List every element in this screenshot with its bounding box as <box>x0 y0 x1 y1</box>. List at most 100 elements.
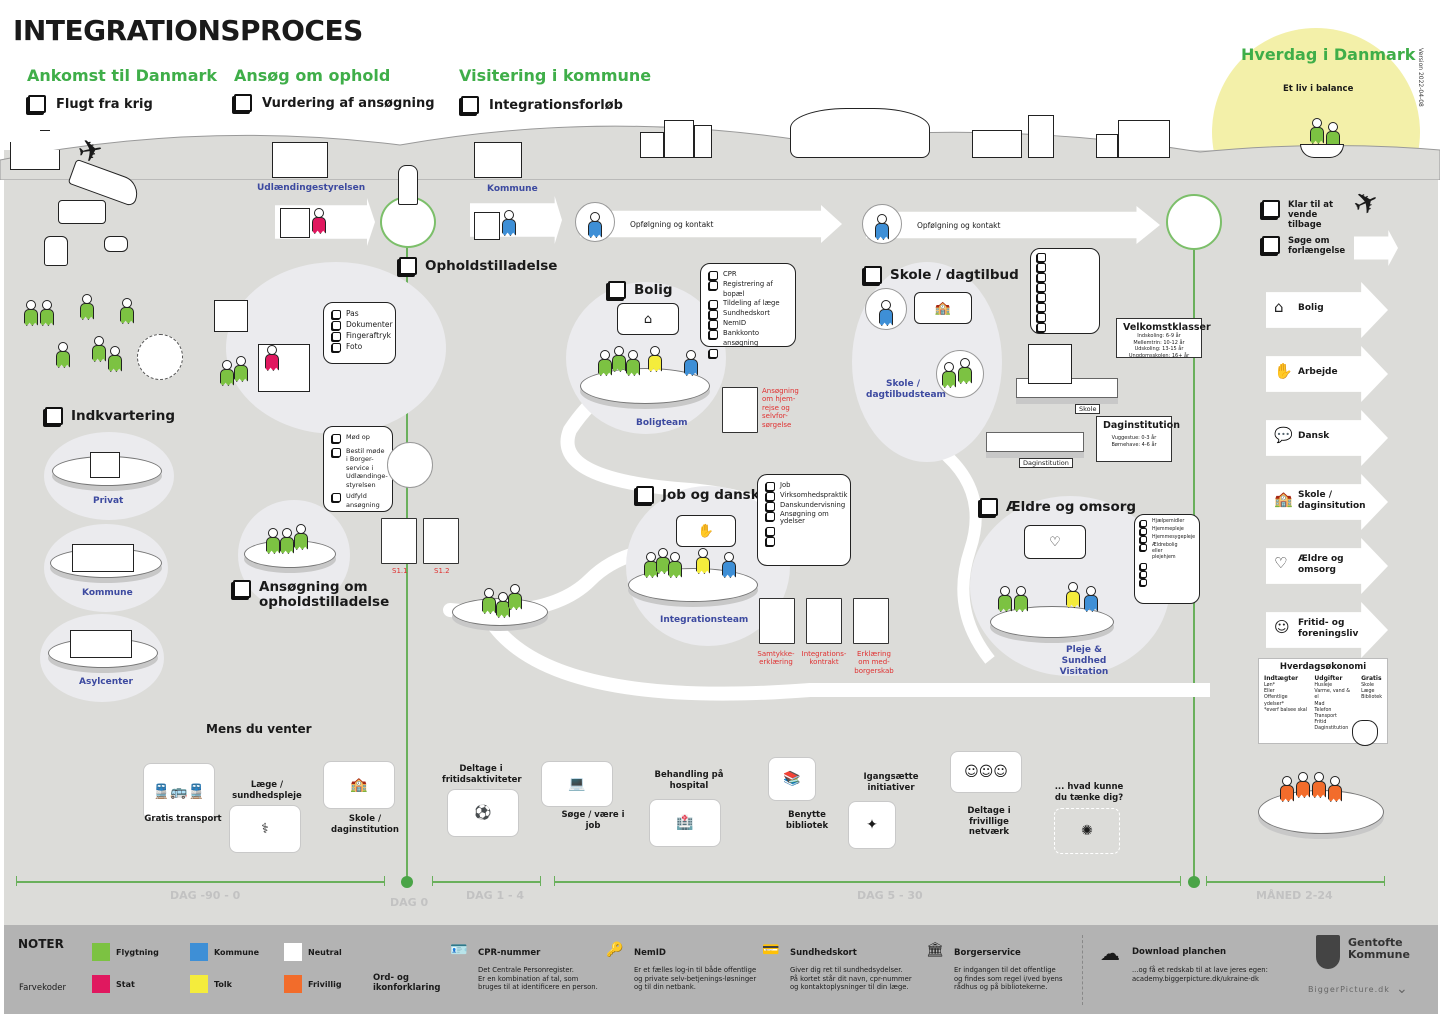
checklist-item[interactable] <box>1140 562 1194 570</box>
refugee-figure <box>294 524 308 550</box>
checklist-item[interactable]: Mød op <box>332 433 384 443</box>
checklist-item[interactable] <box>1140 570 1194 578</box>
refugee-figure <box>40 300 54 326</box>
glossary-definition: og kontaktoplysninger til din læge. <box>790 983 909 991</box>
checklist-item[interactable]: Bestil møde i Borger-service i Udlænding… <box>332 447 388 489</box>
checklist-item[interactable]: NemID <box>709 319 787 330</box>
activity-card[interactable]: 🚆🚌🚆 <box>144 764 214 820</box>
checkbox-box[interactable] <box>636 486 654 504</box>
checklist-item[interactable]: Pas <box>332 309 387 320</box>
checkbox-box[interactable] <box>45 407 63 425</box>
checkbox-box[interactable] <box>608 281 626 299</box>
checklist-item[interactable]: Udfyld ansøgning <box>332 492 384 509</box>
refugee-figure <box>998 586 1012 612</box>
doctor-icon: ⚕ <box>261 821 269 837</box>
checklist-item[interactable]: Hjemmesygepleje <box>1140 535 1195 543</box>
checklist-item[interactable]: Ældrebolig eller plejehjem <box>1140 543 1194 562</box>
brand-logo-icon: ⌄ <box>1396 981 1408 997</box>
checkbox-integration[interactable]: Integrationsforløb <box>461 96 623 114</box>
document-s1-1[interactable] <box>381 518 417 564</box>
checklist-checkbox[interactable] <box>1037 303 1046 312</box>
color-swatch <box>92 943 110 961</box>
checklist-item[interactable] <box>709 348 787 359</box>
checkbox-elderly[interactable]: Ældre og omsorg <box>980 498 1136 516</box>
checklist-item[interactable]: Sundhedskort <box>709 309 787 320</box>
checklist-item[interactable]: Ansøgning om ydelser <box>766 510 842 526</box>
checkbox-extend-stay[interactable]: Søge om forlængelse <box>1262 236 1352 256</box>
checklist-item[interactable]: Tildeling af læge <box>709 299 787 310</box>
checklist-item[interactable]: Bankkonto ansøgning <box>709 329 787 348</box>
activity-card[interactable]: 🏫 <box>324 762 394 808</box>
checklist-checkbox[interactable] <box>1037 253 1046 262</box>
checklist-item[interactable]: Hjælpemidler <box>1140 519 1194 527</box>
checkbox-application[interactable]: Ansøgning om opholdstilladelse <box>233 580 389 610</box>
economy-item: Bibliotek <box>1361 695 1382 701</box>
checklist-item[interactable]: Dokumenter <box>332 320 393 331</box>
divider <box>1082 935 1083 1005</box>
checklist-checkbox[interactable] <box>1037 323 1046 332</box>
checkbox-flight[interactable]: Flugt fra krig <box>28 95 153 113</box>
checkbox-residence-permit[interactable]: Opholdstilladelse <box>399 257 557 275</box>
checkbox-box[interactable] <box>864 266 882 284</box>
activity-card[interactable]: ⚕ <box>230 806 300 852</box>
activity-card[interactable]: ✺ <box>1054 808 1120 854</box>
checklist-item[interactable]: Fingeraftryk <box>332 331 391 342</box>
checkbox-box[interactable] <box>399 257 417 275</box>
activity-card[interactable]: ☺☺☺ <box>951 752 1021 792</box>
checkbox-assessment[interactable]: Vurdering af ansøgning <box>234 94 435 112</box>
document-consent[interactable] <box>759 598 795 644</box>
checkbox-box[interactable] <box>28 95 46 113</box>
heart-icon: ♡ <box>1274 554 1288 572</box>
checklist-item[interactable]: Virksomhedspraktik <box>766 491 847 501</box>
economy-item: Eller <box>1264 689 1275 695</box>
government-building-icon <box>272 142 328 178</box>
checklist-item[interactable]: Hjemmepleje <box>1140 527 1194 535</box>
document-integration-contract[interactable] <box>806 598 842 644</box>
checklist-item[interactable]: Job <box>766 481 842 491</box>
team-label-school: Skole / dagtilbudsteam <box>866 379 946 400</box>
checkbox-job-danish[interactable]: Job og dansk <box>636 486 760 504</box>
checkbox-box[interactable] <box>233 580 251 598</box>
timeline-label: DAG -90 - 0 <box>170 889 241 902</box>
checkbox-school[interactable]: Skole / dagtilbud <box>864 266 1019 284</box>
checkbox-housing[interactable]: Bolig <box>608 281 672 299</box>
document-citizenship-declaration[interactable] <box>853 598 889 644</box>
horizon-hills <box>0 125 1440 180</box>
economy-item: Mad <box>1314 701 1325 707</box>
checkbox-box[interactable] <box>461 96 479 114</box>
checkbox-return-home[interactable]: Klar til at vende tilbage <box>1262 200 1352 231</box>
checklist-checkbox[interactable] <box>1037 263 1046 272</box>
hand-wave-icon: ✋ <box>697 523 715 539</box>
checklist-item[interactable]: Danskundervisning <box>766 501 845 511</box>
checklist-item[interactable]: Registrering af bopæl <box>709 280 787 299</box>
activity-card[interactable]: 💻 <box>542 762 612 806</box>
economy-item: Daginstitution <box>1314 726 1349 732</box>
checkbox-accommodation[interactable]: Indkvartering <box>45 407 175 425</box>
activity-card[interactable]: ✦ <box>849 802 895 848</box>
checklist-checkbox[interactable] <box>1037 283 1046 292</box>
activity-card[interactable]: 🏥 <box>650 800 720 846</box>
checklist-checkbox[interactable] <box>1037 273 1046 282</box>
checkbox-box[interactable] <box>980 498 998 516</box>
document-return-application[interactable] <box>722 387 758 433</box>
checkbox-box[interactable] <box>1262 200 1280 218</box>
refugee-figure <box>24 300 38 326</box>
checklist-item[interactable]: CPR <box>709 270 787 280</box>
checklist-item[interactable] <box>1140 578 1194 586</box>
checklist-checkbox[interactable] <box>1037 313 1046 322</box>
checklist-checkbox[interactable] <box>1037 293 1046 302</box>
timeline-tick <box>540 876 541 886</box>
checklist-item[interactable] <box>766 536 842 546</box>
download-title[interactable]: Download planchen <box>1132 947 1227 957</box>
checklist-item[interactable] <box>766 526 842 536</box>
activity-card[interactable]: 📚 <box>769 758 815 800</box>
checkbox-box[interactable] <box>234 94 252 112</box>
activity-card[interactable]: ⚽ <box>448 790 518 836</box>
download-url[interactable]: academy.biggerpicture.dk/ukraine-dk <box>1132 975 1259 983</box>
checklist-item[interactable]: Foto <box>332 342 387 353</box>
denmark-map-sign-icon <box>214 300 248 332</box>
checkbox-box[interactable] <box>1262 236 1280 254</box>
cloud-download-icon[interactable]: ☁ <box>1100 941 1120 965</box>
document-s1-2[interactable] <box>423 518 459 564</box>
bus-icon <box>58 200 106 224</box>
